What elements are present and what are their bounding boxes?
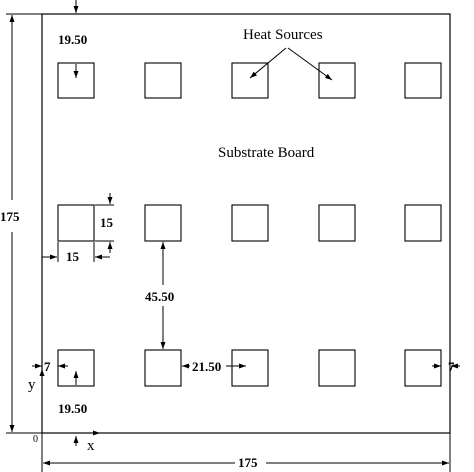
- dim-top-label: 19.50: [58, 32, 87, 47]
- heat-source: [318, 204, 356, 242]
- heat-leader-right: [287, 47, 333, 81]
- dim-left-margin-label: 7: [44, 359, 51, 374]
- heat-source: [231, 349, 269, 387]
- heat-sources-label: Heat Sources: [243, 27, 323, 43]
- heat-source: [144, 204, 182, 242]
- heat-source: [318, 62, 356, 99]
- heat-source: [144, 349, 182, 387]
- overall-width-label: 175: [238, 455, 258, 470]
- dim-right-margin-label: 7: [448, 359, 455, 374]
- heat-source: [404, 62, 442, 99]
- heat-leader-left: [249, 47, 287, 79]
- dim-size-horizontal-label: 15: [66, 249, 80, 264]
- heat-source-row-bottom: [57, 349, 442, 387]
- overall-height-label: 175: [0, 209, 20, 224]
- heat-source: [404, 204, 442, 242]
- dim-horizontal-gap-label: 21.50: [192, 359, 221, 374]
- heat-source: [144, 62, 182, 99]
- heat-source-row-middle: [57, 204, 442, 242]
- dim-size-vertical-label: 15: [100, 215, 114, 230]
- y-axis-label: y: [28, 377, 36, 393]
- origin-label: 0: [33, 434, 38, 445]
- substrate-board: [41, 13, 451, 434]
- heat-source: [231, 204, 269, 242]
- heat-source: [318, 349, 356, 387]
- dim-vertical-gap-label: 45.50: [145, 289, 174, 304]
- heat-source: [231, 62, 269, 99]
- heat-source-row-top: [57, 62, 442, 99]
- dim-bottom-label: 19.50: [58, 401, 87, 416]
- heat-source: [404, 349, 442, 387]
- heat-source-grid: [57, 62, 442, 387]
- x-axis-label: x: [87, 438, 95, 454]
- heat-source: [57, 204, 95, 242]
- substrate-board-label: Substrate Board: [218, 145, 315, 161]
